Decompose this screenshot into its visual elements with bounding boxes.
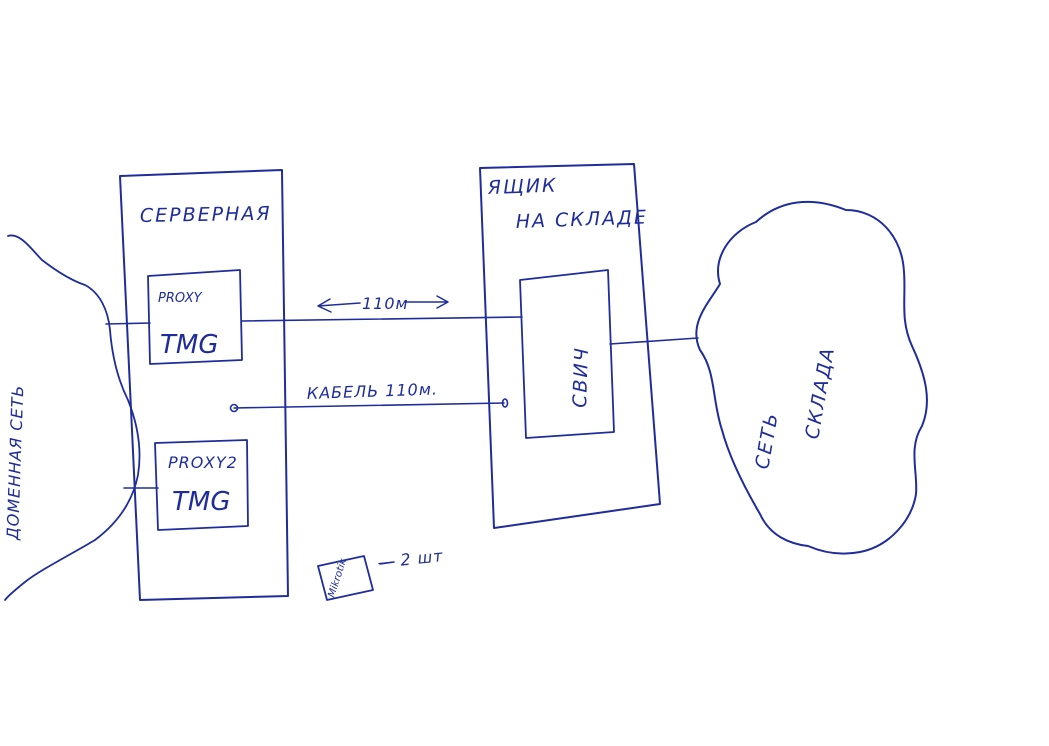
domain-to-proxy1-link — [105, 322, 151, 325]
proxy2-box — [154, 439, 249, 531]
cable-end-right — [501, 398, 509, 408]
proxy2-name: PROXY2 — [168, 453, 238, 472]
mikrotik-dash — [379, 561, 395, 565]
distance-arrow-left — [317, 298, 361, 313]
proxy1-name: PROXY — [158, 291, 203, 306]
proxy2-sub: TMG — [172, 487, 230, 517]
distance-arrow-right — [404, 295, 449, 309]
switch-label: СВИЧ — [569, 346, 593, 408]
proxy1-sub: TMG — [160, 330, 218, 360]
mikrotik-box — [317, 555, 374, 601]
distance-label: 110м — [362, 294, 409, 313]
warehouse-box — [479, 163, 661, 529]
warehouse-box-label-2: НА СКЛАДЕ — [515, 206, 648, 233]
warehouse-network-label-2: СКЛАДА — [801, 345, 839, 441]
spare-cable-line — [233, 402, 505, 409]
cable-label: КАБЕЛЬ 110м. — [306, 379, 438, 403]
proxy1-box — [147, 269, 243, 365]
server-room-box — [119, 169, 289, 601]
proxy1-to-switch-link — [241, 316, 523, 322]
server-room-label: СЕРВЕРНАЯ — [140, 203, 272, 227]
switch-to-network-link — [609, 337, 699, 345]
warehouse-box-label-1: ЯЩИК — [486, 175, 557, 199]
warehouse-network-cloud — [695, 200, 928, 555]
switch-box — [519, 269, 615, 439]
cable-end-left — [229, 403, 239, 413]
mikrotik-count-label: — 2 шт — [376, 546, 444, 572]
warehouse-network-label-1: СЕТЬ — [751, 410, 783, 471]
domain-network-label: ДОМЕННАЯ СЕТЬ — [3, 384, 27, 541]
